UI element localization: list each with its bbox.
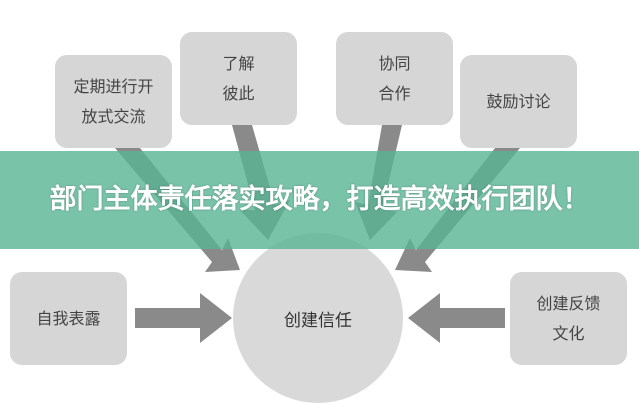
- center-text: 创建信任: [284, 310, 352, 331]
- node-self-disclosure: 自我表露: [10, 272, 127, 365]
- node-text: 放式交流: [81, 106, 146, 126]
- node-open-exchange: 定期进行开放式交流: [55, 55, 172, 148]
- arrow-right-bottom: [408, 293, 505, 343]
- node-text: 自我表露: [36, 308, 101, 328]
- node-text: 了解: [222, 53, 255, 73]
- node-text: 合作: [378, 83, 411, 103]
- node-cooperate: 协同合作: [336, 32, 453, 125]
- banner-title: 部门主体责任落实攻略，打造高效执行团队！: [49, 184, 590, 215]
- node-text: 协同: [378, 53, 411, 73]
- node-text: 鼓励讨论: [486, 91, 551, 111]
- node-discussion: 鼓励讨论: [460, 55, 577, 148]
- node-text: 彼此: [222, 83, 255, 103]
- node-feedback-culture: 创建反馈文化: [510, 272, 627, 365]
- title-banner: 部门主体责任落实攻略，打造高效执行团队！: [0, 151, 639, 249]
- arrow-left-bottom: [135, 293, 232, 343]
- node-understand: 了解彼此: [180, 32, 297, 125]
- node-text: 创建反馈: [536, 293, 601, 313]
- node-text: 文化: [552, 323, 585, 343]
- center-node: 创建信任: [233, 233, 403, 403]
- node-text: 定期进行开: [73, 76, 154, 96]
